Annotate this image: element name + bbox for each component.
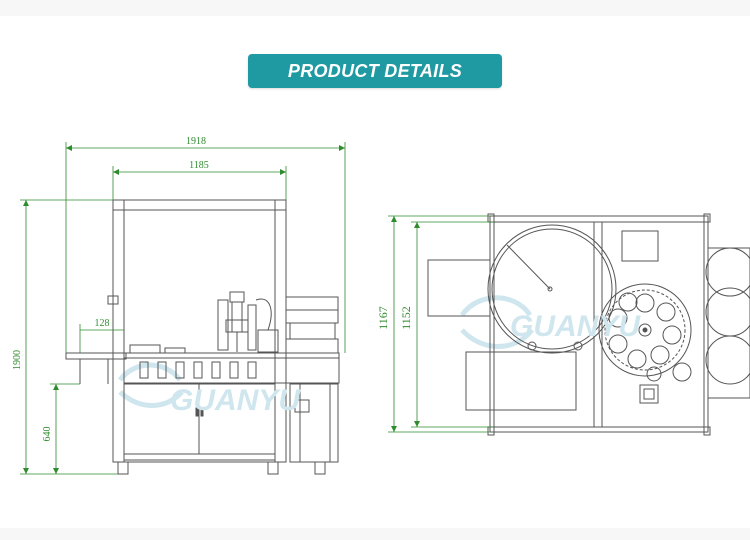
caster-left (117, 461, 129, 475)
front-dimension-lines (20, 142, 346, 475)
bottles (139, 361, 257, 379)
work-table (123, 352, 340, 384)
star-wheel (598, 283, 692, 377)
banner-title: PRODUCT DETAILS (287, 60, 463, 81)
dim-conveyor-offset: 128 (95, 318, 110, 329)
control-panel (621, 230, 659, 262)
dim-inner-depth: 1152 (399, 306, 413, 330)
control-box (465, 351, 577, 411)
watermark-text-left: GUANYU (170, 384, 301, 417)
product-details-banner: PRODUCT DETAILS (248, 54, 502, 88)
dim-outer-depth: 1167 (376, 306, 390, 330)
front-view (65, 199, 340, 475)
top-band (0, 0, 750, 16)
turntable (487, 224, 617, 354)
cap-feeder (285, 296, 339, 463)
watermark-logo-left (118, 362, 184, 408)
dim-overall-height: 1900 (12, 350, 23, 370)
caster-right (267, 461, 279, 475)
dim-table-height: 640 (42, 427, 53, 442)
dim-frame-width: 1185 (189, 160, 209, 171)
watermark-logo-right (459, 295, 534, 349)
dim-overall-width: 1918 (186, 136, 206, 147)
top-dimension-lines (388, 215, 494, 433)
side-box (427, 259, 491, 317)
top-view (427, 213, 750, 436)
filling-head (217, 291, 279, 353)
top-frame-inner (493, 221, 705, 428)
watermark-text-right: GUANYU (510, 310, 641, 343)
left-conveyor (65, 352, 127, 360)
bottom-band (0, 528, 750, 540)
side-rollers (705, 247, 750, 399)
frame-outer (112, 199, 287, 463)
